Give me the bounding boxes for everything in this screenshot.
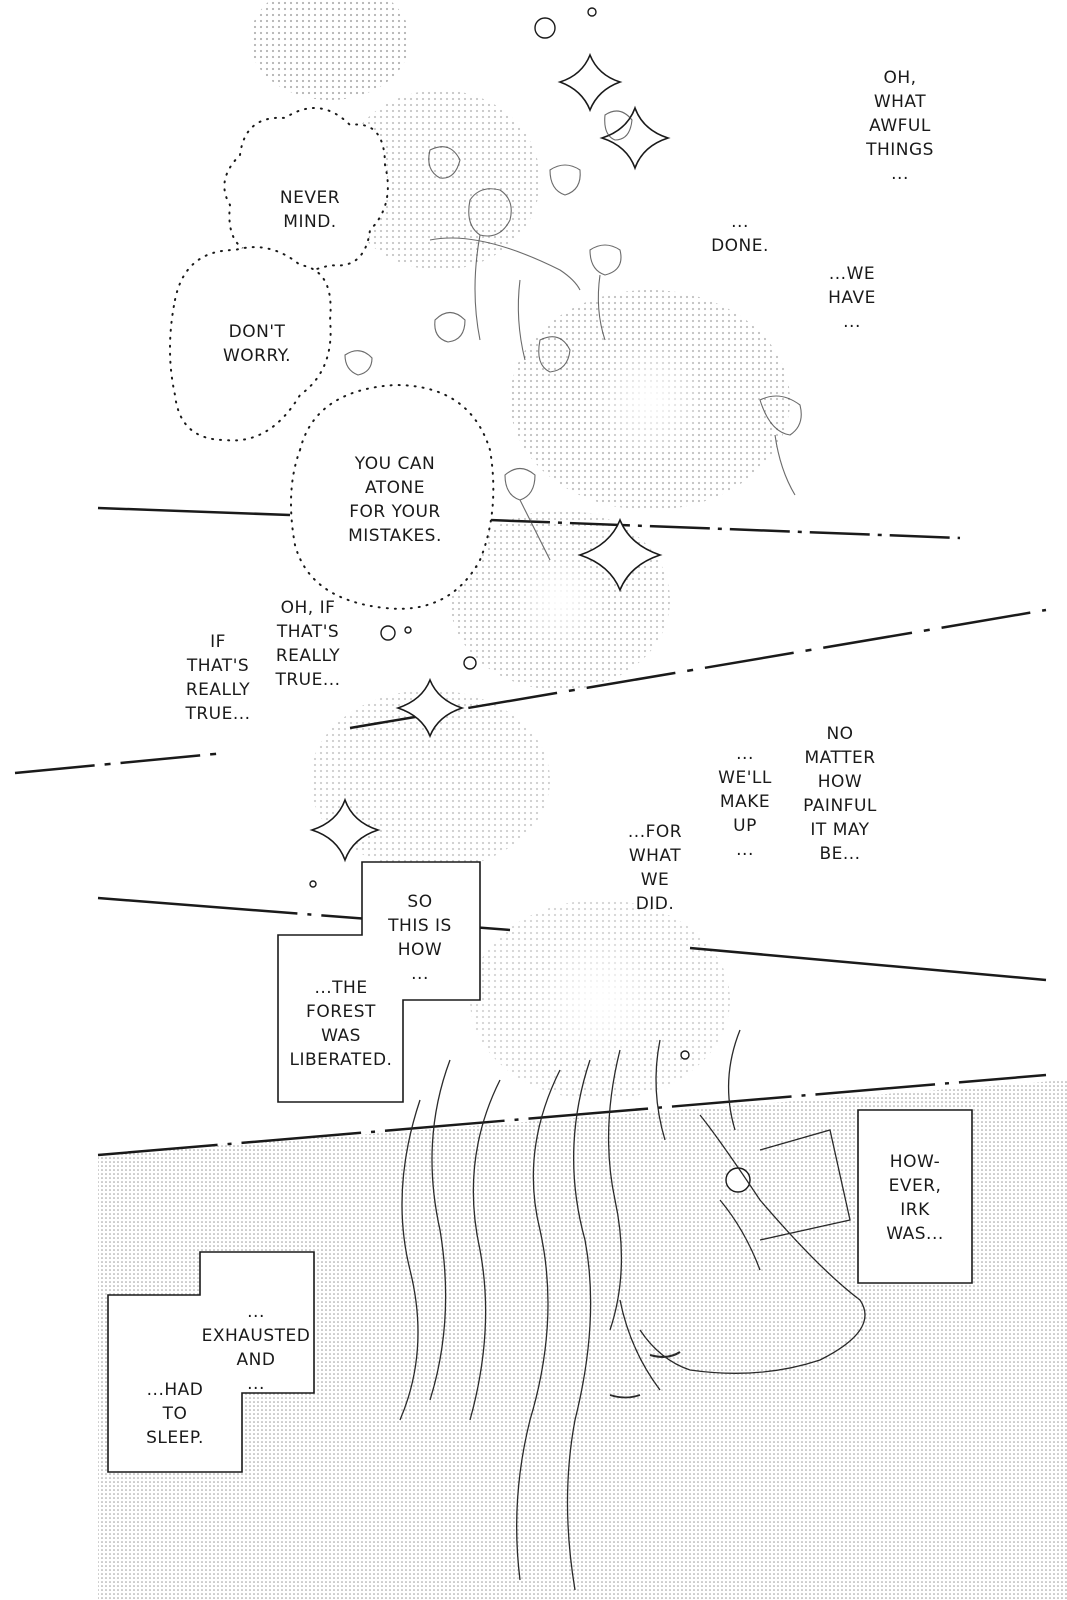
bubble-atone: YOU CAN ATONE FOR YOUR MISTAKES. [348,454,442,546]
bubble-never-mind: NEVER MIND. [279,188,341,232]
panel-borders [14,506,1047,1157]
narration-forest: ...THE FOREST WAS LIBERATED. [289,978,393,1070]
floating-bubbles [309,7,751,1193]
narration-exhausted: ... EXHAUSTED AND ... [201,1302,311,1394]
sparkles [309,52,671,863]
caption-oh-if-true: OH, IF THAT'S REALLY TRUE... [275,598,341,690]
screentone-background [98,1080,1067,1600]
caption-we-have: ...WE HAVE ... [828,264,876,332]
caption-make-up: ... WE'LL MAKE UP ... [718,744,772,860]
caption-for-what: ...FOR WHAT WE DID. [627,822,683,914]
caption-if-true: IF THAT'S REALLY TRUE... [185,632,251,724]
spirit-figures [344,110,802,561]
narration-box-shapes [107,861,973,1473]
narration-so-this-is: SO THIS IS HOW ... [388,892,452,984]
sparkle-tone-clouds [250,0,790,1100]
narration-however: HOW- EVER, IRK WAS... [886,1152,944,1244]
caption-done: ... DONE. [711,212,769,256]
caption-awful-things: OH, WHAT AWFUL THINGS ... [866,68,934,184]
bubble-dont-worry: DON'T WORRY. [222,322,292,366]
caption-no-matter: NO MATTER HOW PAINFUL IT MAY BE... [803,724,877,864]
narration-had-to-sleep: ...HAD TO SLEEP. [146,1380,204,1448]
sleeping-character [399,1029,866,1591]
dotted-bubble-outlines [169,107,495,610]
